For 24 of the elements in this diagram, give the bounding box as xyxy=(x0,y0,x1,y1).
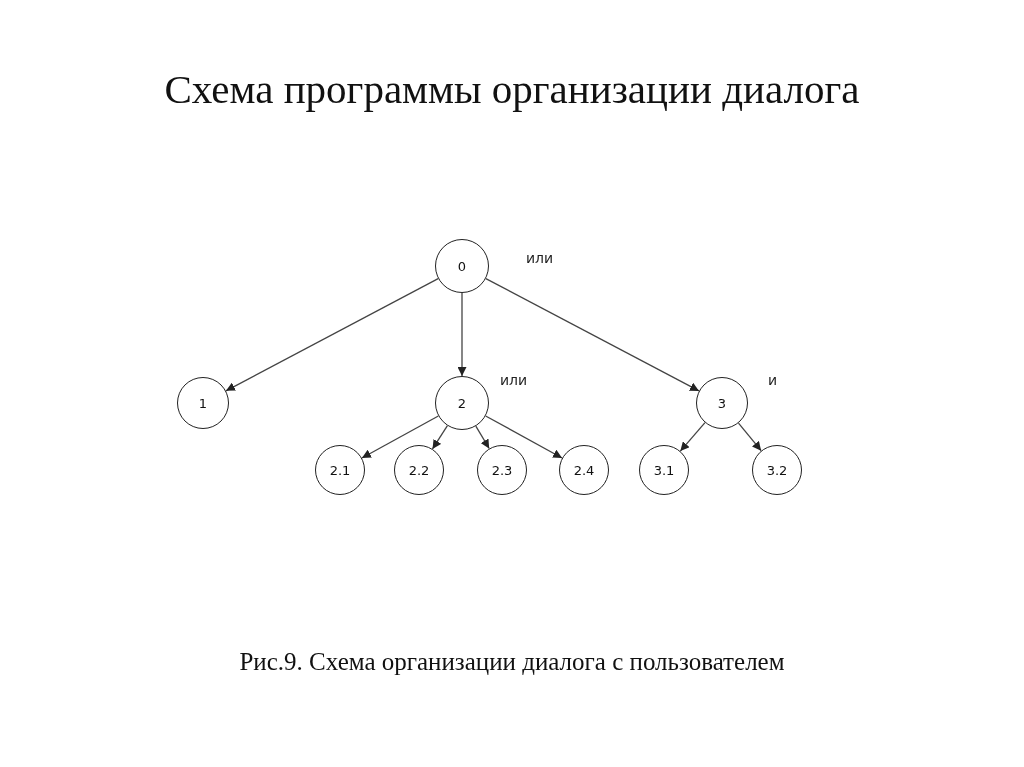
circle-node: 0 xyxy=(435,239,489,293)
circle-node: 2.3 xyxy=(477,445,527,495)
circle-node: 2.4 xyxy=(559,445,609,495)
arrow xyxy=(485,415,563,459)
arrow xyxy=(475,425,490,450)
arrow xyxy=(737,422,762,452)
arrow xyxy=(361,415,439,459)
arrow xyxy=(431,425,449,450)
node-annotation: или xyxy=(526,250,554,266)
title: Схема программы организации диалога xyxy=(163,65,861,114)
arrow xyxy=(679,422,706,452)
arrow xyxy=(457,292,467,377)
circle-node: 2.2 xyxy=(394,445,444,495)
circle-node: 2.1 xyxy=(315,445,365,495)
node-annotation: или xyxy=(500,372,528,388)
circle-node: 2 xyxy=(435,376,489,430)
circle-node: 3 xyxy=(696,377,748,429)
node-annotation: и xyxy=(768,372,778,388)
circle-node: 3.2 xyxy=(752,445,802,495)
circle-node: 3.1 xyxy=(639,445,689,495)
figure-caption: Рис.9. Схема организации диалога с пользователем xyxy=(238,648,786,676)
arrow xyxy=(225,277,439,392)
arrow xyxy=(485,277,700,392)
circle-node: 1 xyxy=(177,377,229,429)
